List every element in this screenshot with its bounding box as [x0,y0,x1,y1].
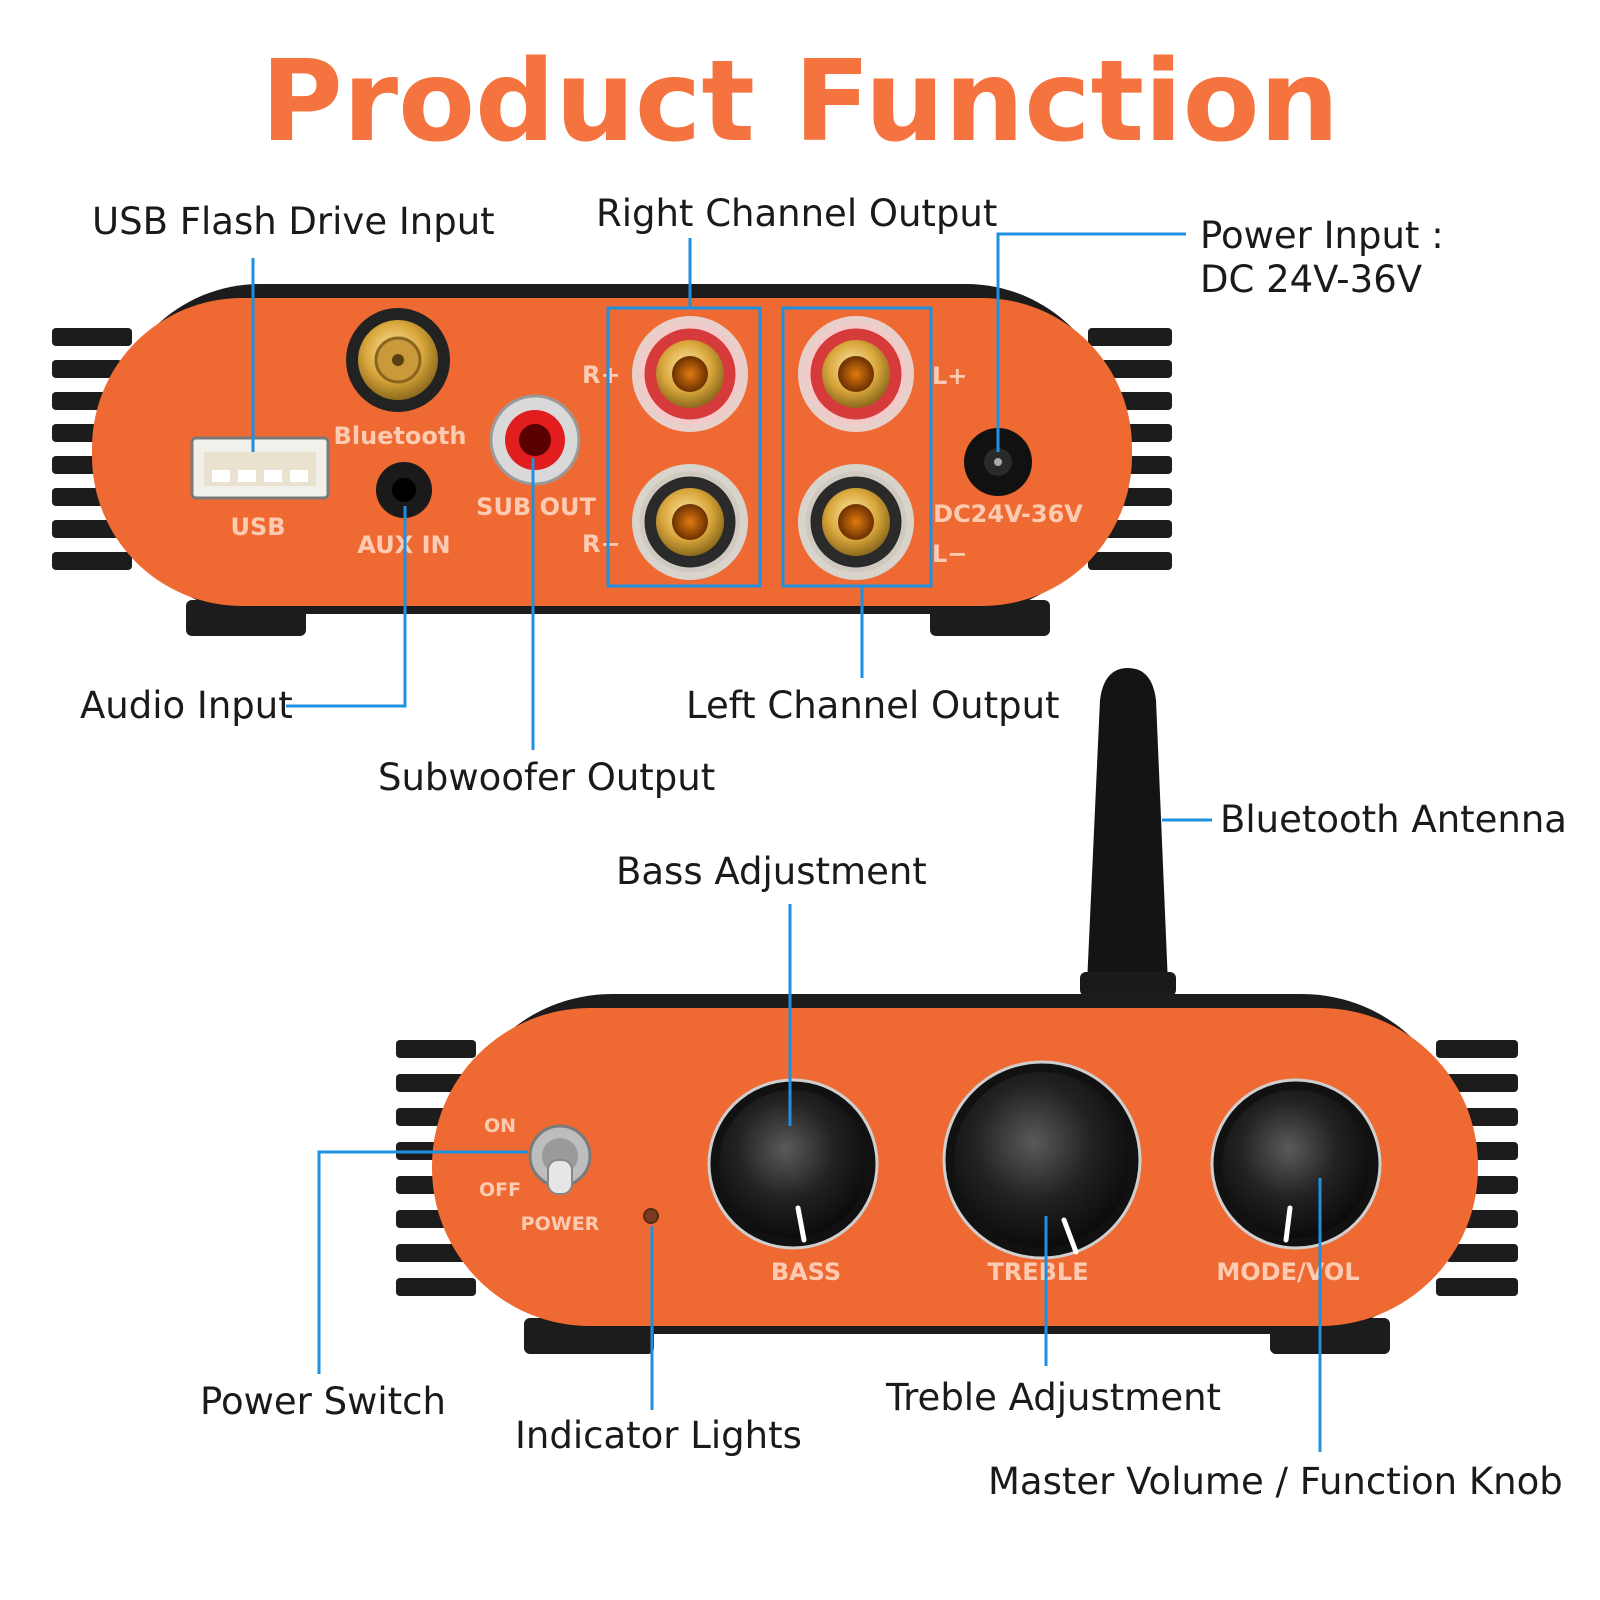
treble-knob [942,1060,1142,1260]
bluetooth-connector [346,308,450,412]
right-channel-posts [632,316,748,580]
master-volume-label: Master Volume / Function Knob [988,1460,1563,1503]
bluetooth-label: Bluetooth [334,422,467,450]
switch-off-label: OFF [479,1179,521,1201]
front-leaders [317,818,1322,1452]
right-channel-highlight [606,306,762,588]
power-input-voltage-label: DC 24V-36V [1200,258,1422,301]
subwoofer-output-label: Subwoofer Output [378,756,715,799]
treble-adjustment-label: Treble Adjustment [885,1376,1221,1419]
rear-unit: USB Bluetooth AUX IN SUB OUT [52,284,1172,636]
left-channel-output-label: Left Channel Output [686,684,1060,727]
mode-vol-label: MODE/VOL [1216,1258,1359,1286]
bass-label: BASS [771,1258,841,1286]
sub-out-label: SUB OUT [476,493,596,521]
bluetooth-antenna [1087,668,1168,984]
left-channel-highlight [781,306,933,588]
usb-port [190,436,330,500]
bass-knob [707,1078,879,1250]
power-input-label: Power Input : [1200,214,1444,257]
sub-out-rca [489,394,581,486]
power-toggle-switch [528,1124,592,1195]
left-channel-posts [798,316,914,580]
front-unit: ON OFF POWER BASS TREBLE MODE/VOL [396,668,1518,1354]
treble-label: TREBLE [987,1258,1088,1286]
aux-in-jack [376,462,432,518]
right-channel-output-label: Right Channel Output [596,192,997,235]
switch-power-label: POWER [521,1213,600,1235]
l-minus-label: L− [932,540,967,568]
usb-label: USB [230,513,285,541]
dc-label: DC24V-36V [933,500,1083,528]
mode-vol-knob [1210,1078,1382,1250]
r-plus-label: R+ [582,361,621,389]
r-minus-label: R− [582,530,621,558]
l-plus-label: L+ [932,362,967,390]
bass-adjustment-label: Bass Adjustment [616,850,927,893]
switch-on-label: ON [484,1115,516,1137]
dc-power-jack [964,428,1032,496]
page-title: Product Function [261,37,1340,167]
power-switch-label: Power Switch [200,1380,446,1423]
rear-leaders [251,232,1186,750]
indicator-lights-label: Indicator Lights [515,1414,802,1457]
audio-input-label: Audio Input [80,684,293,727]
bluetooth-antenna-label: Bluetooth Antenna [1220,798,1567,841]
indicator-led [643,1208,659,1224]
usb-flash-drive-input-label: USB Flash Drive Input [92,200,495,243]
